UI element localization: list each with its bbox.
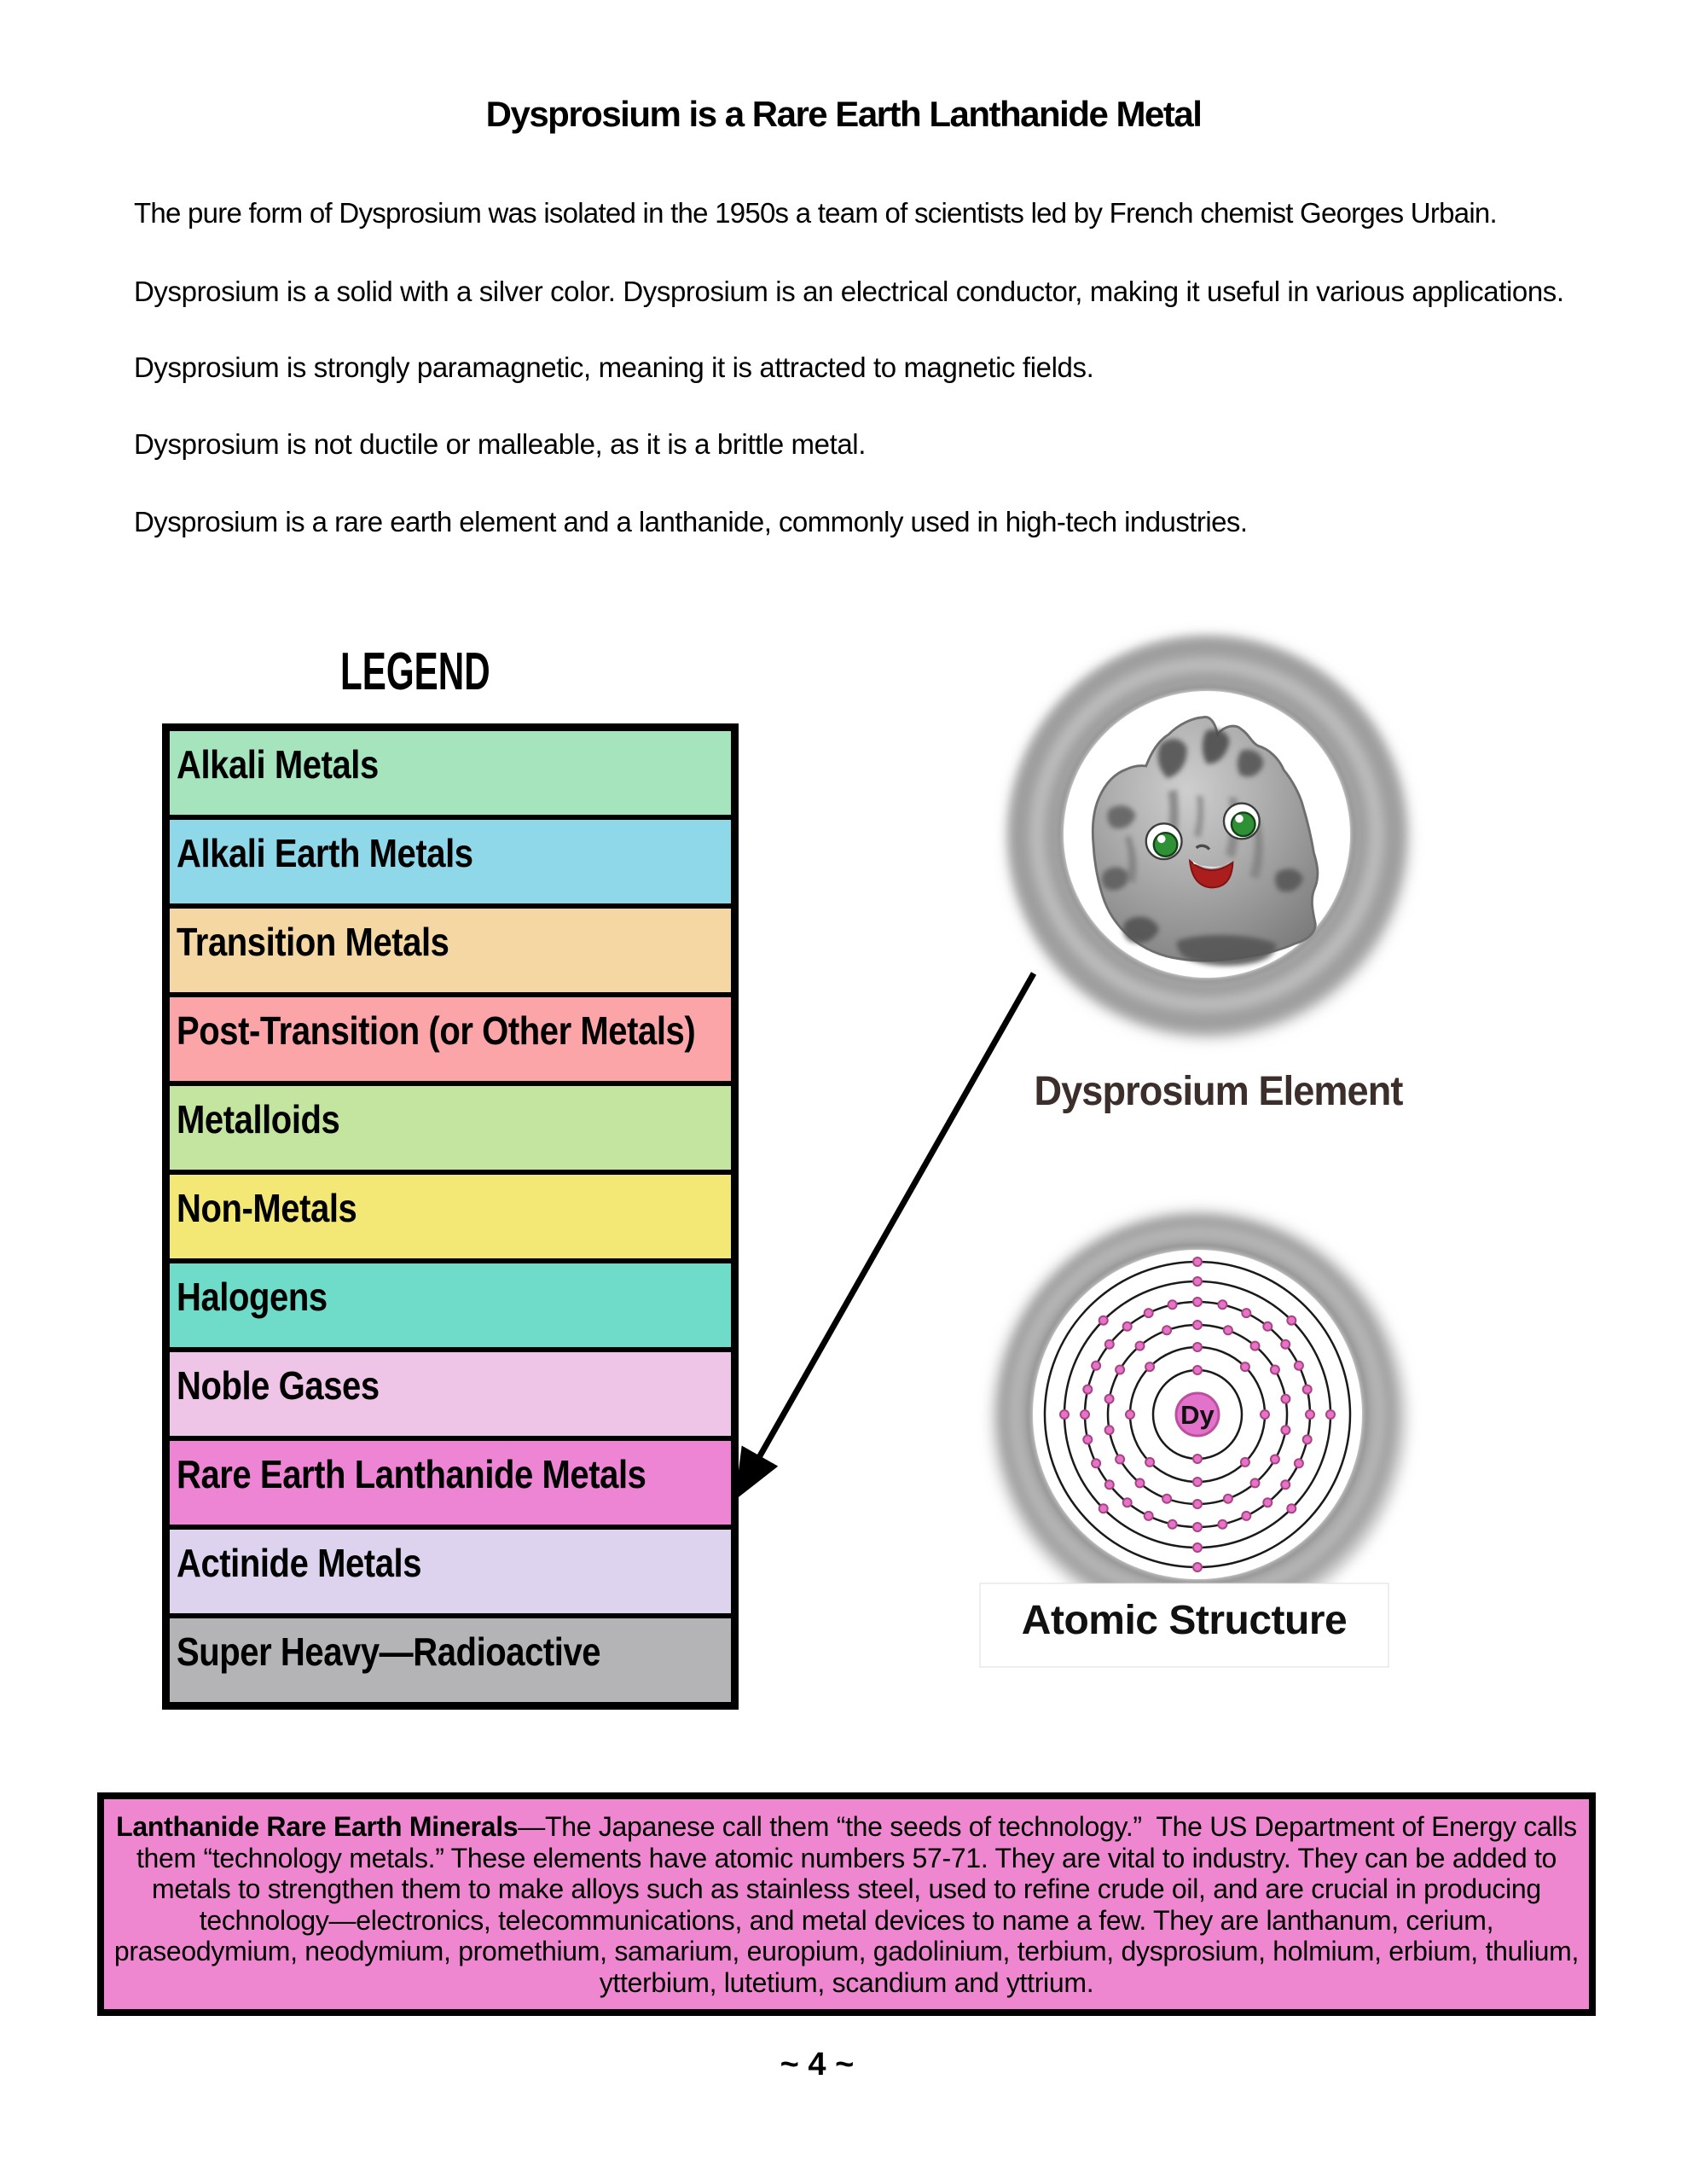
svg-text:Dy: Dy: [1180, 1400, 1215, 1430]
